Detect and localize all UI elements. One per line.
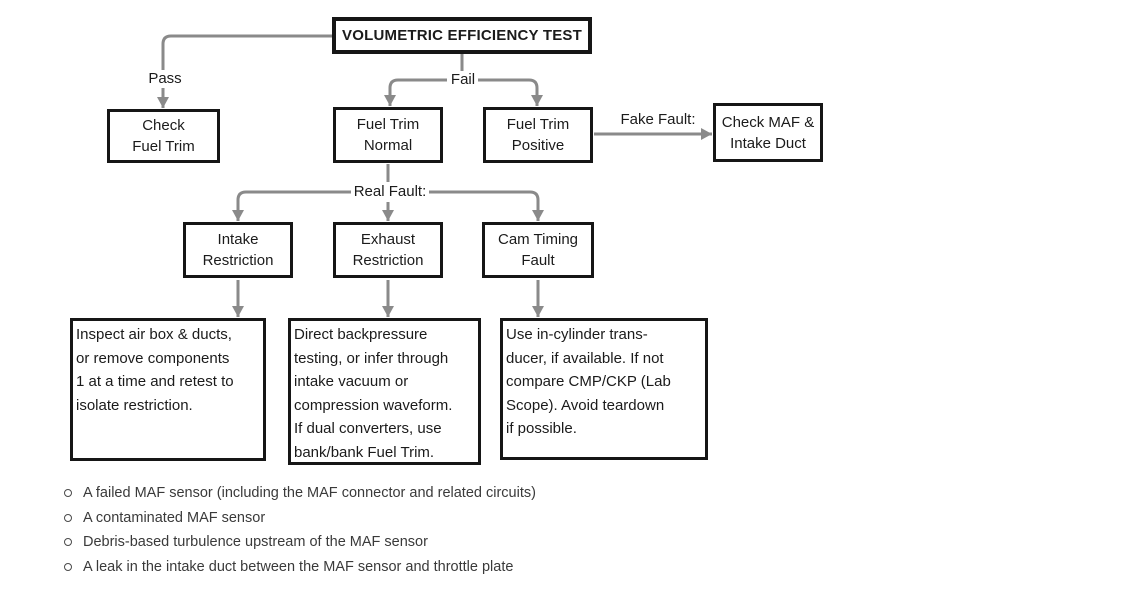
- node-check-maf-intake-duct: Check MAF & Intake Duct: [713, 103, 823, 162]
- node-volumetric-efficiency-test: VOLUMETRIC EFFICIENCY TEST: [332, 17, 592, 54]
- maf-causes-list: A failed MAF sensor (including the MAF c…: [64, 481, 536, 579]
- node-fuel-trim-normal: Fuel Trim Normal: [333, 107, 443, 163]
- detail-intake-restriction: Inspect air box & ducts, or remove compo…: [70, 318, 266, 461]
- edge-label-real-fault: Real Fault:: [352, 183, 428, 201]
- node-exhaust-restriction: Exhaust Restriction: [333, 222, 443, 278]
- connector-real-fault-right: [429, 190, 544, 221]
- connector-pass: [157, 34, 332, 108]
- connector-fail-left: [384, 78, 447, 106]
- node-check-fuel-trim: Check Fuel Trim: [107, 109, 220, 163]
- list-item-text: A leak in the intake duct between the MA…: [83, 559, 514, 576]
- connector-fail-right: [477, 78, 543, 106]
- node-intake-restriction: Intake Restriction: [183, 222, 293, 278]
- list-item: A failed MAF sensor (including the MAF c…: [64, 481, 536, 506]
- detail-cam-timing-fault: Use in-cylinder trans- ducer, if availab…: [500, 318, 708, 460]
- list-item: Debris-based turbulence upstream of the …: [64, 530, 536, 555]
- detail-exhaust-restriction: Direct backpressure testing, or infer th…: [288, 318, 481, 465]
- bullet-circle-icon: [64, 489, 72, 498]
- node-fuel-trim-positive: Fuel Trim Positive: [483, 107, 593, 163]
- edge-label-fake-fault: Fake Fault:: [619, 111, 697, 129]
- list-item-text: A contaminated MAF sensor: [83, 509, 266, 526]
- bullet-circle-icon: [64, 538, 72, 547]
- connector-real-fault-left: [232, 190, 351, 221]
- edge-label-fail: Fail: [448, 71, 478, 89]
- list-item: A leak in the intake duct between the MA…: [64, 555, 536, 580]
- list-item: A contaminated MAF sensor: [64, 506, 536, 531]
- bullet-circle-icon: [64, 513, 72, 522]
- list-item-text: A failed MAF sensor (including the MAF c…: [83, 485, 536, 502]
- bullet-circle-icon: [64, 563, 72, 572]
- edge-label-pass: Pass: [142, 70, 188, 88]
- list-item-text: Debris-based turbulence upstream of the …: [83, 534, 428, 551]
- node-cam-timing-fault: Cam Timing Fault: [482, 222, 594, 278]
